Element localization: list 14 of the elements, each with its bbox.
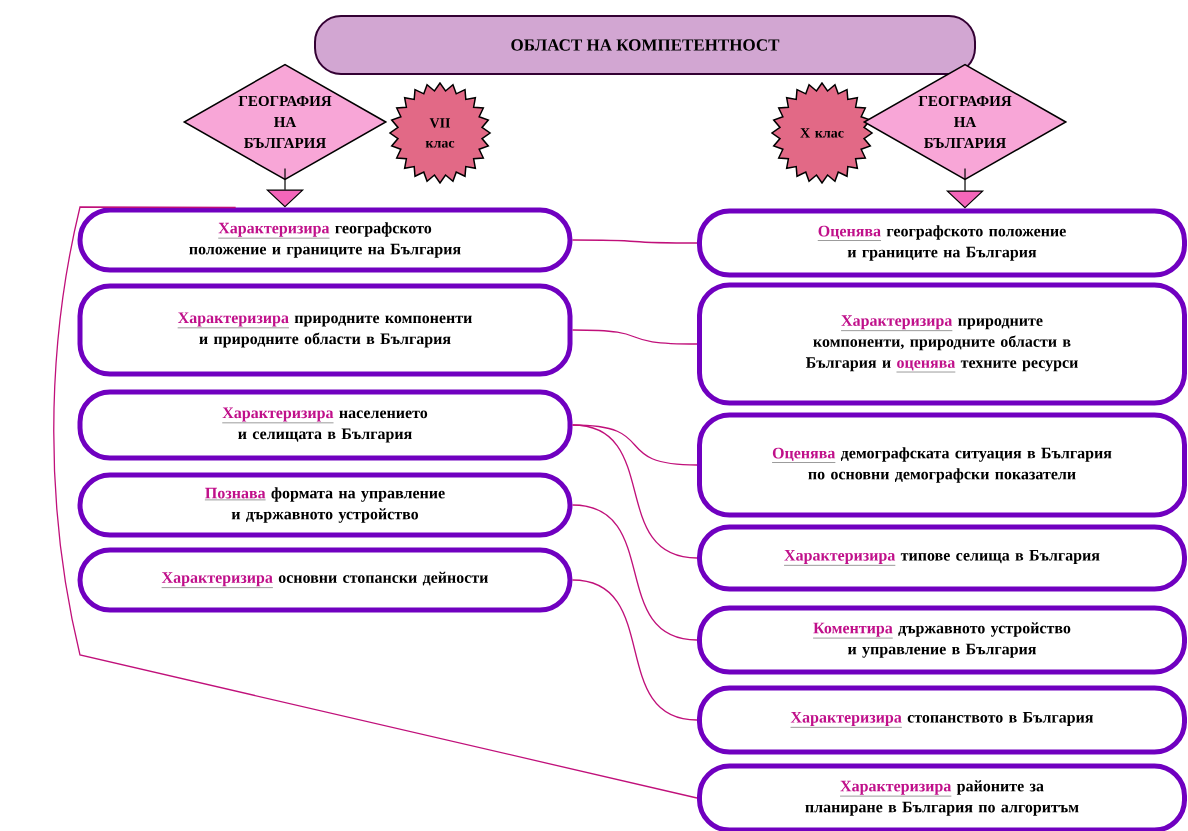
outcome-oval: Оценява демографската ситуация в България по основни демографски показатели — [697, 412, 1187, 518]
connector-line — [571, 504, 698, 641]
connector-line — [571, 579, 698, 721]
outcome-oval: Характеризира природните компоненти, природните области в България и оценява техните ресурси — [697, 282, 1187, 406]
title-banner: ОБЛАСТ НА КОМПЕТЕНТНОСТ — [314, 15, 976, 75]
outcome-oval: Характеризира стопанството в България — [697, 685, 1187, 755]
connector-line — [53, 206, 698, 799]
connector-line — [571, 329, 698, 345]
outcome-oval: Характеризира типове селища в България — [697, 524, 1187, 592]
connector-line — [571, 239, 698, 244]
connector-line — [571, 424, 698, 559]
outcome-oval: Коментира държавното устройство и управление в България — [697, 605, 1187, 675]
outcome-oval: Характеризира районите за планиране в България по алгоритъм — [697, 763, 1187, 831]
outcome-oval: Оценява географското положение и границите на България — [697, 208, 1187, 278]
